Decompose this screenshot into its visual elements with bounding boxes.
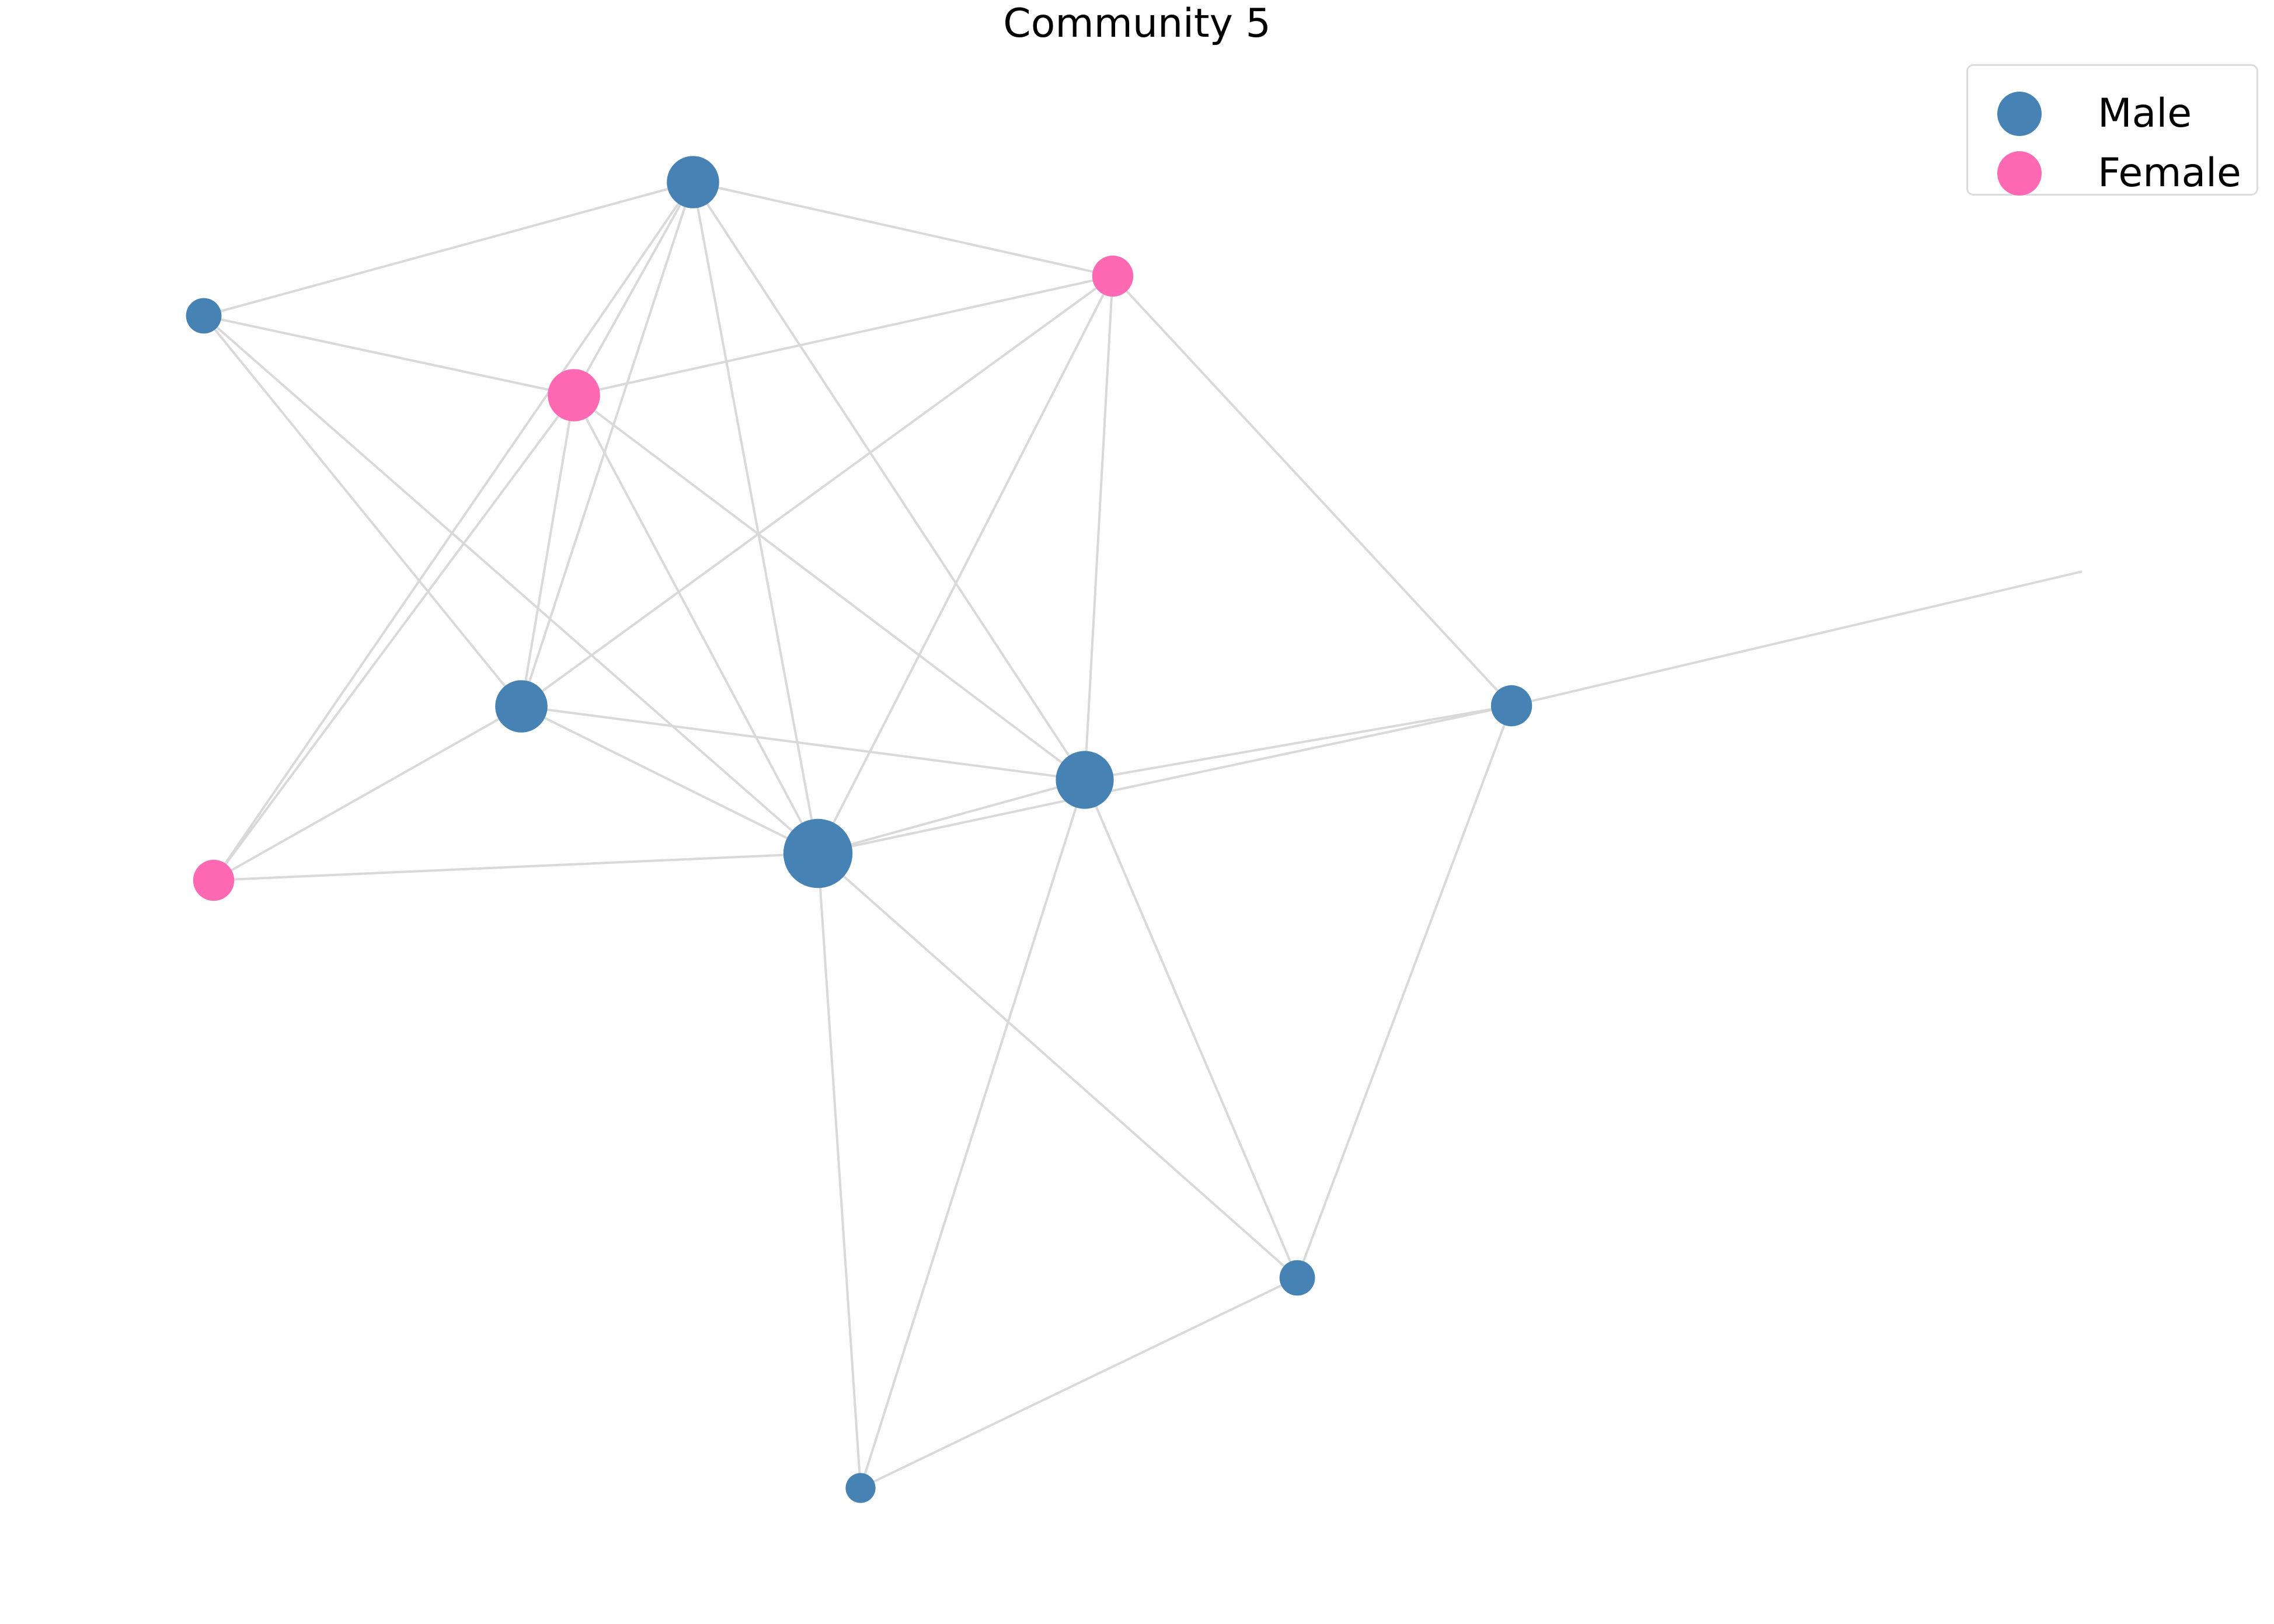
node-n2-male	[186, 298, 222, 334]
edge-n2-n4	[203, 315, 574, 396]
edge-n9-n10	[1296, 705, 1513, 1278]
node-n7-male	[783, 818, 853, 888]
edge-n8-n9	[1084, 705, 1512, 781]
edge-n5-n7	[521, 705, 819, 855]
edge-n3-n9	[1112, 275, 1513, 707]
edge-n1-n6	[213, 181, 694, 881]
edge-n3-n7	[817, 276, 1114, 854]
node-n5-male	[495, 680, 548, 733]
edge-n6-n7	[213, 852, 819, 881]
edge-n7-n8	[817, 779, 1085, 855]
edge-n1-n4	[573, 182, 694, 396]
node-n11-male	[845, 1473, 876, 1503]
node-n8-male	[1056, 751, 1114, 809]
edge-n3-n8	[1084, 276, 1114, 780]
edge-n4-n8	[573, 394, 1086, 781]
legend-item-male: Male	[1968, 78, 2260, 137]
edge-layer	[203, 181, 2083, 1489]
legend: Male Female	[1966, 64, 2258, 196]
legend-item-female: Female	[1968, 137, 2260, 196]
node-n10-male	[1279, 1260, 1315, 1296]
edge-n1-n2	[203, 181, 694, 317]
node-n9-male	[1491, 685, 1533, 727]
edge-n4-n6	[213, 394, 575, 881]
node-layer	[186, 156, 1533, 1503]
edge-n8-n10	[1084, 779, 1298, 1278]
edge-n1-n8	[692, 181, 1086, 781]
edge-n7-n9	[817, 705, 1512, 855]
edge-n2-n7	[203, 315, 819, 855]
edge-n4-n7	[573, 395, 819, 854]
edge-n1-n3	[692, 181, 1113, 277]
edge-n1-n5	[520, 182, 694, 707]
legend-label-male: Male	[2098, 90, 2192, 137]
edge-n7-n10	[817, 852, 1298, 1279]
edge-n3-n5	[520, 275, 1114, 708]
edge-n5-n8	[521, 705, 1085, 781]
edge-n4-n5	[520, 395, 575, 707]
edge-n2-n5	[203, 315, 523, 708]
legend-label-female: Female	[2098, 150, 2241, 196]
node-n4-female	[548, 369, 600, 421]
node-n6-female	[193, 859, 235, 901]
node-n3-female	[1092, 255, 1134, 297]
edge-n8-n11	[859, 779, 1086, 1489]
edge-n3-n4	[573, 275, 1113, 396]
edge-n5-n6	[213, 705, 522, 881]
female-marker-icon	[1997, 151, 2042, 196]
edge-n9-n12	[1511, 570, 2083, 707]
node-n1-male	[667, 156, 719, 208]
edge-n7-n11	[817, 853, 862, 1489]
male-marker-icon	[1997, 92, 2042, 136]
edge-n1-n7	[692, 182, 819, 854]
edge-n10-n11	[860, 1277, 1298, 1489]
chart-title: Community 5	[1003, 1, 1271, 47]
